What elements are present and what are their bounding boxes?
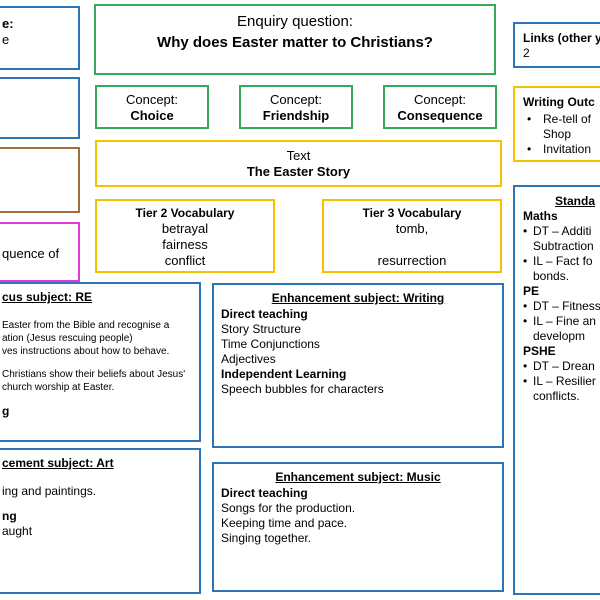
text-label: Text (286, 148, 311, 163)
writing-outcome-item: Re-tell of Shop (523, 112, 600, 142)
music-direct-heading: Direct teaching (221, 486, 308, 500)
maths-line: DT – Additi (523, 224, 600, 239)
concept-friendship-box: Concept: Friendship (239, 85, 353, 129)
focus-line: g (2, 404, 10, 418)
music-item: Keeping time and pace. (221, 516, 348, 530)
enquiry-label: Enquiry question: (237, 13, 353, 30)
enquiry-box: Enquiry question: Why does Easter matter… (94, 4, 496, 75)
writing-outcomes-title: Writing Outc (523, 95, 595, 109)
writing-title: Enhancement subject: Writing (271, 291, 445, 305)
concept-value: Friendship (262, 108, 330, 123)
text-box: Text The Easter Story (95, 140, 502, 187)
concept-label: Concept: (413, 92, 467, 107)
concept-label: Concept: (125, 92, 179, 107)
tier2-word: fairness (162, 237, 208, 252)
standards-box: Standa Maths DT – Additi Subtraction IL … (513, 185, 600, 595)
writing-outcome-line: Shop (543, 127, 572, 141)
writing-item: Story Structure (221, 322, 302, 336)
concept-label: Concept: (269, 92, 323, 107)
maths-line: IL – Fact fo (523, 254, 600, 269)
focus-line (2, 358, 199, 368)
tier2-title: Tier 2 Vocabulary (135, 206, 235, 220)
concept-value: Choice (130, 108, 174, 123)
art-line: ing and paintings. (2, 484, 97, 498)
tier3-word: tomb, (395, 221, 429, 236)
writing-item: Speech bubbles for characters (221, 382, 384, 396)
focus-line (2, 394, 199, 404)
pshe-line: DT – Drean (523, 359, 600, 374)
writing-direct-heading: Direct teaching (221, 307, 308, 321)
maths-line: Subtraction (533, 239, 594, 253)
text-value: The Easter Story (246, 164, 351, 179)
art-line: ng (2, 509, 17, 523)
left-fourth-text: quence of (2, 246, 60, 261)
pe-line: DT – Fitness (523, 299, 600, 314)
pe-heading: PE (523, 284, 540, 298)
writing-item: Adjectives (221, 352, 276, 366)
links-box: Links (other y 2 (513, 22, 600, 68)
pe-line: developm (533, 329, 586, 343)
writing-outcome-line: Re-tell of (543, 112, 592, 126)
music-title: Enhancement subject: Music (275, 470, 441, 484)
maths-heading: Maths (523, 209, 558, 223)
tier3-title: Tier 3 Vocabulary (362, 206, 462, 220)
enquiry-question: Why does Easter matter to Christians? (157, 34, 433, 51)
left-top-value: e (2, 32, 10, 47)
writing-outcome-line: Invitation (543, 142, 592, 156)
writing-independent-heading: Independent Learning (221, 367, 347, 381)
pshe-line: conflicts. (533, 389, 580, 403)
tier2-word: betrayal (161, 221, 209, 236)
concept-consequence-box: Concept: Consequence (383, 85, 497, 129)
writing-item: Time Conjunctions (221, 337, 320, 351)
pe-line: IL – Fine an (523, 314, 600, 329)
tier3-word (324, 237, 500, 253)
focus-line: ation (Jesus rescuing people) (2, 333, 133, 344)
music-subject-box: Enhancement subject: Music Direct teachi… (212, 462, 504, 592)
writing-subject-box: Enhancement subject: Writing Direct teac… (212, 283, 504, 448)
art-line (2, 499, 96, 509)
left-fourth-box: quence of (0, 222, 80, 282)
focus-line: ves instructions about how to behave. (2, 346, 170, 357)
concept-choice-box: Concept: Choice (95, 85, 209, 129)
tier3-word: resurrection (377, 253, 447, 268)
art-subject-box: cement subject: Art ing and paintings. n… (0, 448, 201, 594)
music-item: Songs for the production. (221, 501, 356, 515)
focus-subject-box: cus subject: RE Easter from the Bible an… (0, 282, 201, 442)
tier2-vocabulary-box: Tier 2 Vocabulary betrayal fairness conf… (95, 199, 275, 273)
pshe-line: IL – Resilier (523, 374, 600, 389)
pshe-heading: PSHE (523, 344, 556, 358)
concept-value: Consequence (397, 108, 483, 123)
focus-line: church worship at Easter. (2, 382, 115, 393)
left-second-box (0, 77, 80, 139)
tier2-word: conflict (164, 253, 206, 268)
tier3-vocabulary-box: Tier 3 Vocabulary tomb, resurrection (322, 199, 502, 273)
maths-line: bonds. (533, 269, 570, 283)
focus-line: Christians show their beliefs about Jesu… (2, 369, 186, 380)
music-item: Singing together. (221, 531, 312, 545)
writing-outcome-item: Invitation (523, 142, 600, 157)
focus-title: cus subject: RE (2, 290, 93, 304)
left-top-title: e: (2, 16, 14, 31)
links-value: 2 (523, 46, 530, 60)
links-title: Links (other y (523, 31, 600, 45)
art-title: cement subject: Art (2, 456, 114, 470)
standards-title: Standa (555, 194, 596, 208)
left-third-box (0, 147, 80, 213)
art-line: aught (2, 524, 33, 538)
focus-line: Easter from the Bible and recognise a (2, 320, 170, 331)
left-top-box: e: e (0, 6, 80, 70)
writing-outcomes-box: Writing Outc Re-tell of Shop Invitation (513, 86, 600, 162)
